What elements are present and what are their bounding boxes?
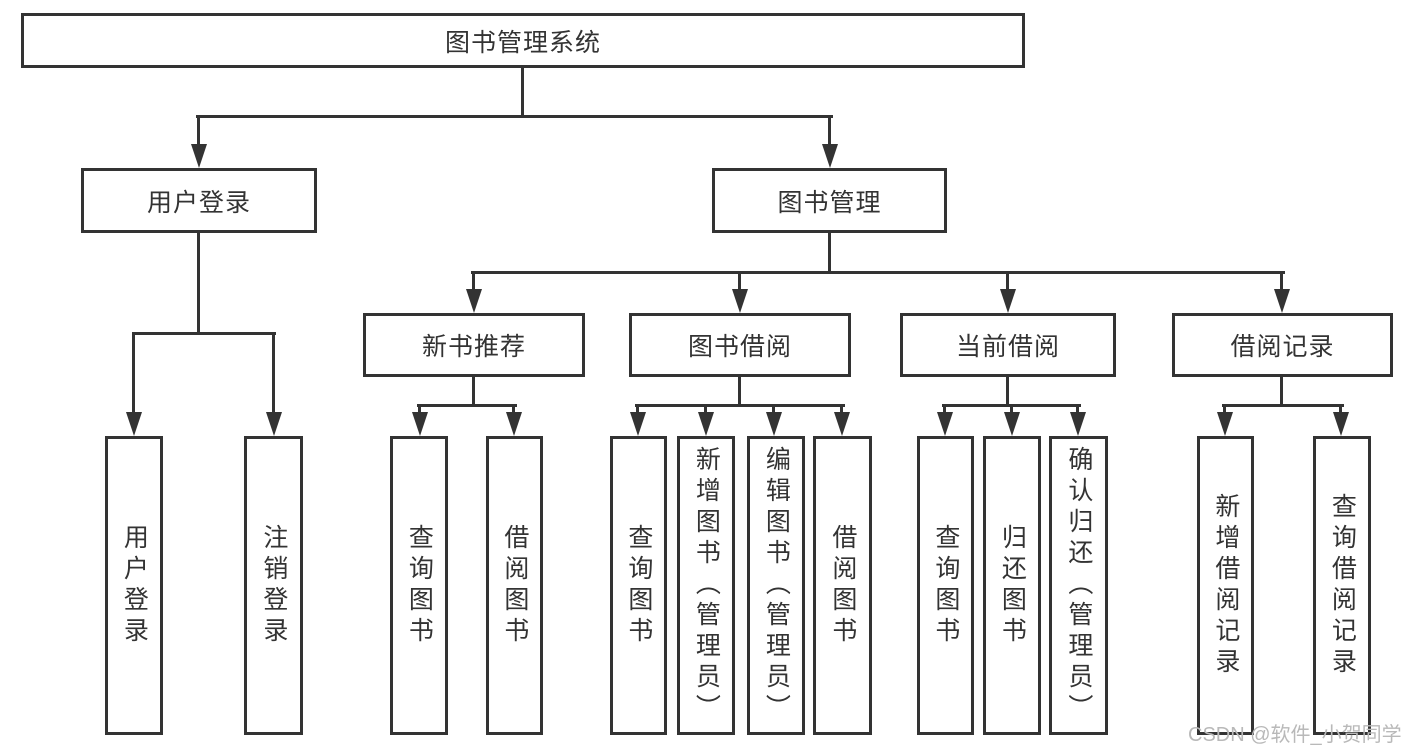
node-book-management: 图书管理 [712, 168, 947, 233]
connector-stem [1223, 404, 1226, 416]
leaf-label: 确认归还（管理员） [1064, 446, 1093, 725]
leaf-label: 查询图书 [624, 523, 653, 648]
node-label: 当前借阅 [955, 333, 1060, 361]
connector-vline [521, 68, 524, 118]
leaf-label: 查询图书 [405, 523, 434, 648]
connector-stem [1076, 404, 1079, 416]
connector-vline [1006, 377, 1009, 407]
node-borrow-record: 借阅记录 [1172, 313, 1393, 377]
connector-vline [1280, 377, 1283, 407]
leaf-confirm-return-admin: 确认归还（管理员） [1049, 436, 1108, 735]
leaf-label: 借阅图书 [828, 523, 857, 648]
leaf-borrow-book: 借阅图书 [813, 436, 872, 735]
connector-vline [738, 377, 741, 407]
arrowhead-icon [1217, 412, 1233, 436]
connector-stem [840, 404, 843, 416]
leaf-label: 用户登录 [120, 523, 149, 648]
arrowhead-icon [766, 412, 782, 436]
node-new-book-recommend: 新书推荐 [363, 313, 585, 377]
leaf-return-book: 归还图书 [983, 436, 1041, 735]
node-current-borrow: 当前借阅 [900, 313, 1116, 377]
leaf-label: 注销登录 [259, 523, 288, 648]
leaf-label: 查询图书 [931, 523, 960, 648]
leaf-add-borrow-record: 新增借阅记录 [1197, 436, 1254, 735]
arrowhead-icon [834, 412, 850, 436]
connector-stem [772, 404, 775, 416]
arrowhead-icon [732, 289, 748, 313]
arrowhead-icon [266, 412, 282, 436]
leaf-label: 借阅图书 [500, 523, 529, 648]
arrowhead-icon [412, 412, 428, 436]
arrowhead-icon [126, 412, 142, 436]
csdn-watermark: CSDN @软件_小贺同学 [1188, 724, 1402, 746]
connector-stem [828, 115, 831, 148]
leaf-query-borrow-record: 查询借阅记录 [1313, 436, 1371, 735]
connector-stem [1339, 404, 1342, 416]
connector-stem [197, 115, 200, 148]
leaf-user-login: 用户登录 [105, 436, 163, 735]
arrowhead-icon [630, 412, 646, 436]
node-label: 用户登录 [146, 188, 251, 217]
arrowhead-icon [466, 289, 482, 313]
connector-hline [417, 404, 517, 407]
node-user-login: 用户登录 [81, 168, 317, 233]
connector-stem [1280, 271, 1283, 293]
arrowhead-icon [506, 412, 522, 436]
arrowhead-icon [1070, 412, 1086, 436]
connector-hline [471, 271, 1285, 274]
connector-stem [512, 404, 515, 416]
connector-stem [943, 404, 946, 416]
leaf-label: 新增借阅记录 [1211, 492, 1240, 679]
connector-stem [1006, 271, 1009, 293]
connector-stem [738, 271, 741, 293]
arrowhead-icon [937, 412, 953, 436]
connector-stem [636, 404, 639, 416]
arrowhead-icon [191, 144, 207, 168]
node-book-borrow: 图书借阅 [629, 313, 851, 377]
leaf-query-book: 查询图书 [390, 436, 448, 735]
arrowhead-icon [1333, 412, 1349, 436]
arrowhead-icon [698, 412, 714, 436]
connector-vline [828, 233, 831, 274]
node-label: 借阅记录 [1230, 333, 1335, 361]
leaf-edit-book-admin: 编辑图书（管理员） [747, 436, 805, 735]
connector-vline [472, 377, 475, 407]
connector-stem [272, 332, 275, 416]
leaf-label: 查询借阅记录 [1328, 492, 1357, 679]
node-label: 图书管理系统 [444, 28, 601, 57]
connector-stem [1010, 404, 1013, 416]
leaf-borrow-book: 借阅图书 [486, 436, 543, 735]
leaf-query-book: 查询图书 [917, 436, 974, 735]
arrowhead-icon [822, 144, 838, 168]
connector-hline [635, 404, 845, 407]
node-label: 图书借阅 [687, 333, 792, 361]
connector-stem [132, 332, 135, 416]
arrowhead-icon [1000, 289, 1016, 313]
leaf-label: 归还图书 [998, 523, 1027, 648]
arrowhead-icon [1274, 289, 1290, 313]
connector-stem [472, 271, 475, 293]
leaf-add-book-admin: 新增图书（管理员） [677, 436, 735, 735]
connector-vline [197, 233, 200, 335]
connector-stem [418, 404, 421, 416]
node-library-system: 图书管理系统 [21, 13, 1025, 68]
connector-stem [704, 404, 707, 416]
node-label: 图书管理 [777, 188, 882, 217]
connector-hline [1222, 404, 1344, 407]
leaf-label: 编辑图书（管理员） [762, 446, 791, 725]
leaf-query-book: 查询图书 [610, 436, 667, 735]
connector-hline [132, 332, 276, 335]
leaf-logout: 注销登录 [244, 436, 303, 735]
leaf-label: 新增图书（管理员） [692, 446, 721, 725]
connector-hline [196, 115, 833, 118]
arrowhead-icon [1004, 412, 1020, 436]
node-label: 新书推荐 [421, 333, 526, 361]
